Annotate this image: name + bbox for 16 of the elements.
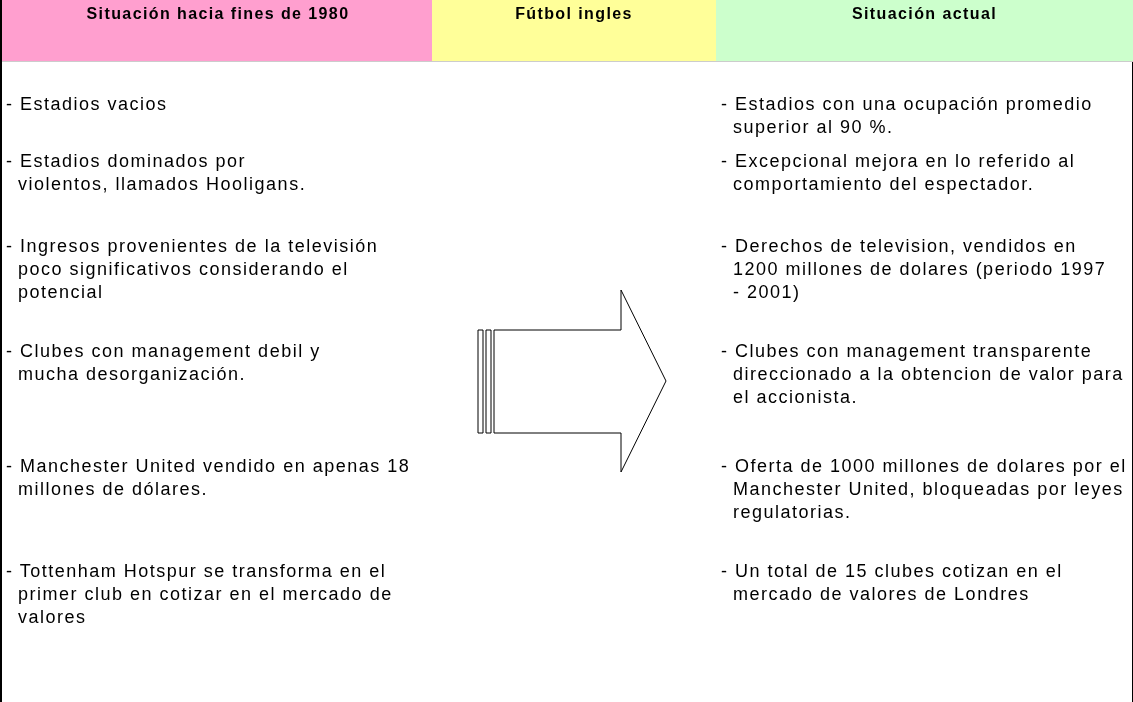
bullet-text: - Clubes con management debil y mucha desorganización. <box>6 340 322 386</box>
bullet-text: - Ingresos provenientes de la televisión poco significativos considerando el potencial <box>6 235 380 304</box>
column-header: Fútbol ingles <box>432 0 716 62</box>
column-header: Situación hacia fines de 1980 <box>2 0 434 62</box>
bullet-text: - Clubes con management transparente direccionado a la obtencion de valor para el accionista. <box>721 340 1125 409</box>
bullet-text: - Un total de 15 clubes cotizan en el mercado de valores de Londres <box>721 560 1064 606</box>
bullet-text: - Estadios con una ocupación promedio superior al 90 %. <box>721 93 1094 139</box>
block-arrow <box>477 289 667 473</box>
bullet-text: - Estadios vacios <box>6 93 169 116</box>
bullet-text: - Excepcional mejora en lo referido al comportamiento del espectador. <box>721 150 1077 196</box>
bullet-text: - Oferta de 1000 millones de dolares por el Manchester United, bloqueadas por leyes regulatorias. <box>721 455 1128 524</box>
column-header: Situación actual <box>716 0 1133 62</box>
bullet-text: - Manchester United vendido en apenas 18 millones de dólares. <box>6 455 412 501</box>
bullet-text: - Tottenham Hotspur se transforma en el primer club en cotizar en el mercado de valores <box>6 560 394 629</box>
bullet-text: - Derechos de television, vendidos en 1200 millones de dolares (periodo 1997 - 2001) <box>721 235 1108 304</box>
bullet-text: - Estadios dominados por violentos, llamados Hooligans. <box>6 150 308 196</box>
